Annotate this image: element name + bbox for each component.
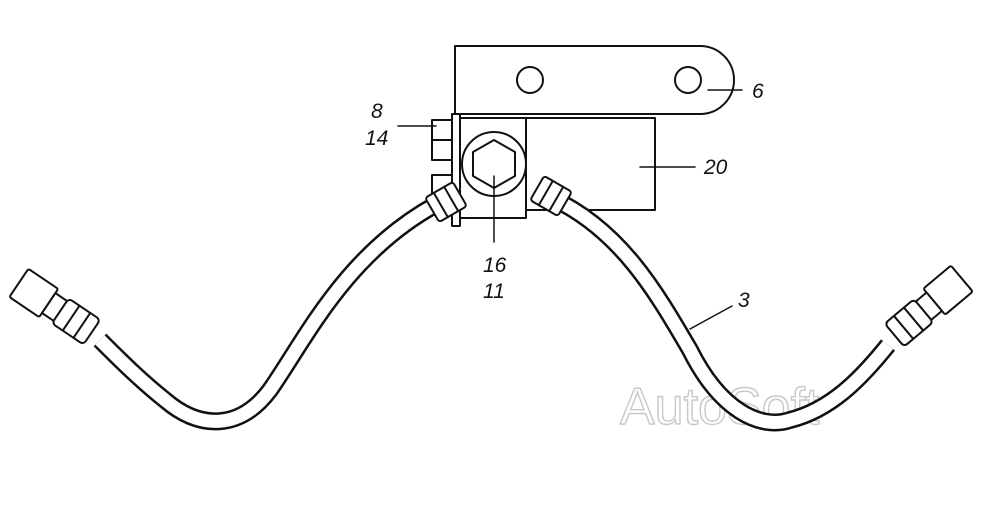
bolt-upper xyxy=(431,119,453,161)
pipe-left xyxy=(93,197,440,431)
tee-nut-left xyxy=(425,181,467,223)
label-fitting-b: 11 xyxy=(483,280,505,303)
label-pipe: 3 xyxy=(738,289,750,312)
end-fitting-right xyxy=(885,265,973,346)
label-bolt-b: 14 xyxy=(365,127,388,150)
end-fitting-left xyxy=(9,268,100,345)
label-fitting-a: 16 xyxy=(483,254,507,277)
label-bolt-a: 8 xyxy=(371,100,383,123)
bracket-hole-left xyxy=(516,66,544,94)
label-bracket: 6 xyxy=(752,80,764,103)
label-body: 20 xyxy=(703,156,728,179)
bracket-hole-right xyxy=(674,66,702,94)
hex-fitting xyxy=(461,131,527,197)
tee-nut-right xyxy=(530,175,572,217)
leader-pipe xyxy=(689,305,733,330)
pipe-right xyxy=(548,189,896,432)
bracket-plate xyxy=(454,45,735,115)
